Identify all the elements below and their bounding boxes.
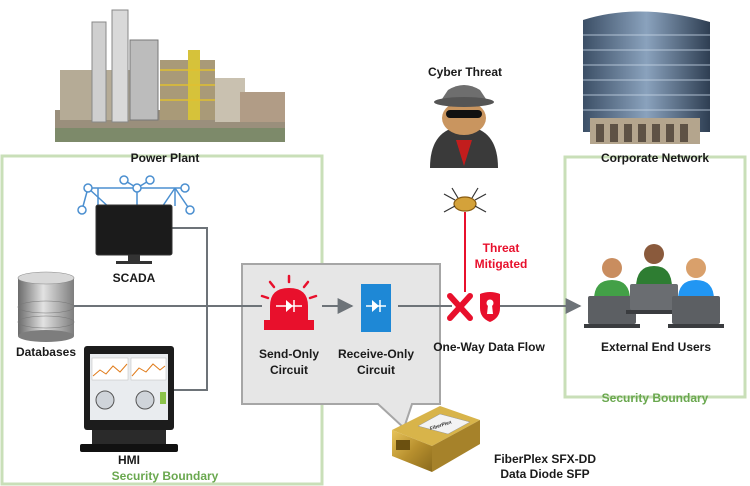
external-end-users-label: External End Users: [600, 340, 712, 354]
send-only-line1: Send-Only: [258, 347, 319, 361]
connection-lines: [72, 227, 582, 391]
receive-only-circuit-label: Receive-Only Circuit: [330, 346, 422, 378]
threat-mitigated-line1: Threat: [482, 241, 520, 255]
receive-only-line1: Receive-Only: [337, 347, 415, 361]
corporate-network-label: Corporate Network: [600, 151, 710, 165]
diode-block-icon: [361, 284, 391, 332]
users-icon: [584, 244, 724, 328]
security-boundary-left-label: Security Boundary: [111, 469, 219, 483]
hmi-terminal-icon: [80, 346, 178, 452]
send-only-circuit-label: Send-Only Circuit: [244, 346, 334, 378]
database-icon: [17, 271, 75, 342]
product-line1: FiberPlex SFX-DD: [493, 452, 597, 466]
corporate-building-icon: [583, 11, 710, 144]
receive-only-line2: Circuit: [356, 363, 395, 377]
monitor-icon: [95, 204, 173, 264]
scada-label: SCADA: [112, 271, 156, 285]
send-only-line2: Circuit: [269, 363, 308, 377]
hmi-label: HMI: [118, 453, 140, 467]
security-boundary-right: [563, 155, 747, 399]
shield-lock-icon: [480, 292, 500, 322]
product-label: FiberPlex SFX-DD Data Diode SFP: [480, 452, 610, 482]
security-boundary-right-label: Security Boundary: [601, 391, 709, 405]
product-line2: Data Diode SFP: [500, 467, 590, 481]
databases-label: Databases: [15, 345, 77, 359]
power-plant-label: Power Plant: [130, 151, 200, 165]
one-way-data-flow-label: One-Way Data Flow: [433, 340, 545, 354]
threat-mitigated-line2: Mitigated: [474, 257, 528, 271]
bug-icon: [443, 187, 487, 213]
power-plant-icon: [55, 9, 285, 142]
threat-mitigated-label: Threat Mitigated: [466, 240, 536, 272]
alarm-light-icon: [260, 274, 318, 330]
x-mark-icon: [447, 293, 473, 321]
sfp-module-icon: FiberPlex: [392, 406, 480, 472]
hacker-icon: [430, 85, 498, 168]
cyber-threat-label: Cyber Threat: [427, 65, 503, 79]
